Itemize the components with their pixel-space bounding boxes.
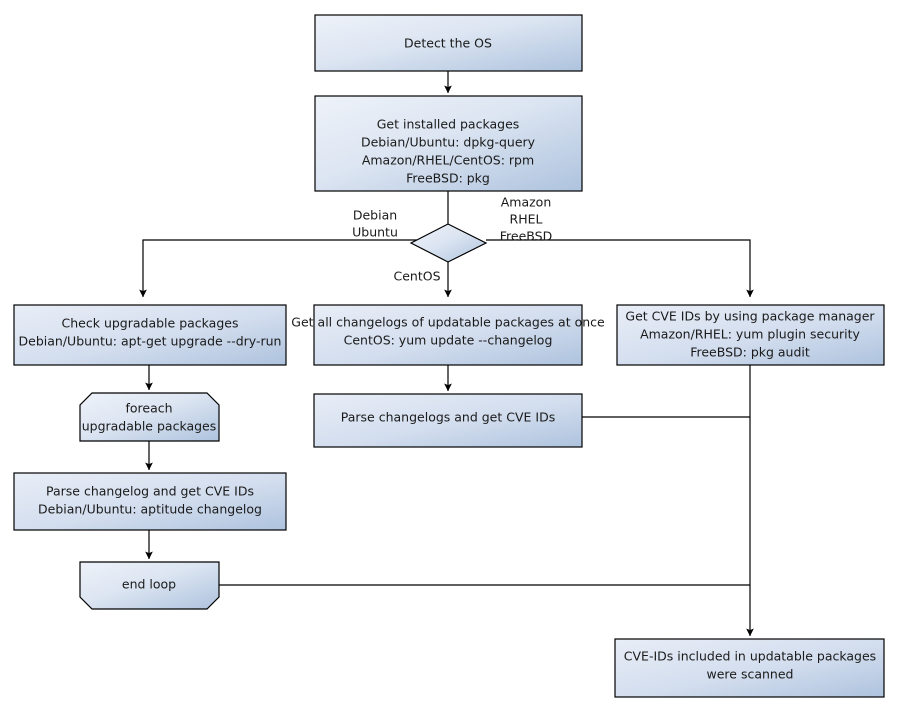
check-upgradable-line-1: Check upgradable packages [62,316,239,331]
branch-debian-label: Debian [353,208,397,223]
node-foreach-loop-start[interactable]: foreach upgradable packages [79,392,220,442]
get-all-changelogs-line-2: CentOS: yum update --changelog [344,333,553,348]
check-upgradable-packages-box [13,304,287,366]
scan-complete-line-1: CVE-IDs included in updatable packages [624,649,876,664]
branch-amazon-label: Amazon [501,195,552,210]
node-end-loop[interactable]: end loop [79,561,220,610]
node-get-installed-packages[interactable]: Get installed packages Debian/Ubuntu: dp… [314,95,583,192]
parse-changelog-box [13,472,287,531]
detect-os-box [314,14,583,72]
node-scan-complete[interactable]: CVE-IDs included in updatable packages w… [614,638,885,698]
get-all-changelogs-box [313,304,583,366]
edges-layer [139,71,754,637]
get-installed-packages-line-2: Debian/Ubuntu: dpkg-query [361,135,536,150]
node-check-upgradable-packages[interactable]: Check upgradable packages Debian/Ubuntu:… [13,304,287,366]
node-parse-changelog-cve-ids[interactable]: Parse changelog and get CVE IDs Debian/U… [13,472,287,531]
get-cve-ids-line-2: Amazon/RHEL: yum plugin security [640,327,860,342]
check-upgradable-line-2: Debian/Ubuntu: apt-get upgrade --dry-run [19,334,282,349]
branch-centos-label: CentOS [393,269,440,284]
foreach-line-2: upgradable packages [82,419,217,434]
edge-label-debian-ubuntu: Debian Ubuntu [352,208,398,240]
detect-os-label: Detect the OS [404,36,492,51]
get-cve-ids-line-3: FreeBSD: pkg audit [690,345,810,360]
scan-complete-line-2: were scanned [707,667,794,682]
os-decision-diamond [409,223,488,263]
parse-changelog-line-1: Parse changelog and get CVE IDs [46,484,254,499]
scan-complete-box [614,638,885,698]
get-all-changelogs-line-1: Get all changelogs of updatable packages… [291,315,605,330]
node-detect-os[interactable]: Detect the OS [314,14,583,72]
get-installed-packages-box [314,95,583,192]
parse-changelog-line-2: Debian/Ubuntu: aptitude changelog [38,502,262,517]
node-get-all-changelogs[interactable]: Get all changelogs of updatable packages… [291,304,605,366]
parse-changelogs-label: Parse changelogs and get CVE IDs [341,410,555,425]
edge-label-centos: CentOS [393,269,440,284]
get-installed-packages-line-4: FreeBSD: pkg [406,171,490,186]
end-loop-label: end loop [122,577,176,592]
get-installed-packages-line-1: Get installed packages [377,117,520,132]
edge-decision-to-get-cve-ids [486,239,754,298]
end-loop-shape [79,561,220,610]
parse-changelogs-box [313,393,583,448]
branch-freebsd-label: FreeBSD [500,229,552,244]
branch-rhel-label: RHEL [510,212,543,227]
edge-decision-to-check-upgradable [139,239,418,298]
foreach-line-1: foreach [125,401,172,416]
get-installed-packages-line-3: Amazon/RHEL/CentOS: rpm [362,153,534,168]
node-os-decision[interactable] [409,223,488,263]
branch-ubuntu-label: Ubuntu [352,225,398,240]
edge-label-amazon-rhel-freebsd: Amazon RHEL FreeBSD [500,195,552,244]
foreach-loop-shape [79,392,220,442]
get-cve-ids-box [616,304,885,366]
get-cve-ids-line-1: Get CVE IDs by using package manager [625,309,875,324]
node-parse-changelogs-cve-ids[interactable]: Parse changelogs and get CVE IDs [313,393,583,448]
node-get-cve-ids-package-manager[interactable]: Get CVE IDs by using package manager Ama… [616,304,885,366]
